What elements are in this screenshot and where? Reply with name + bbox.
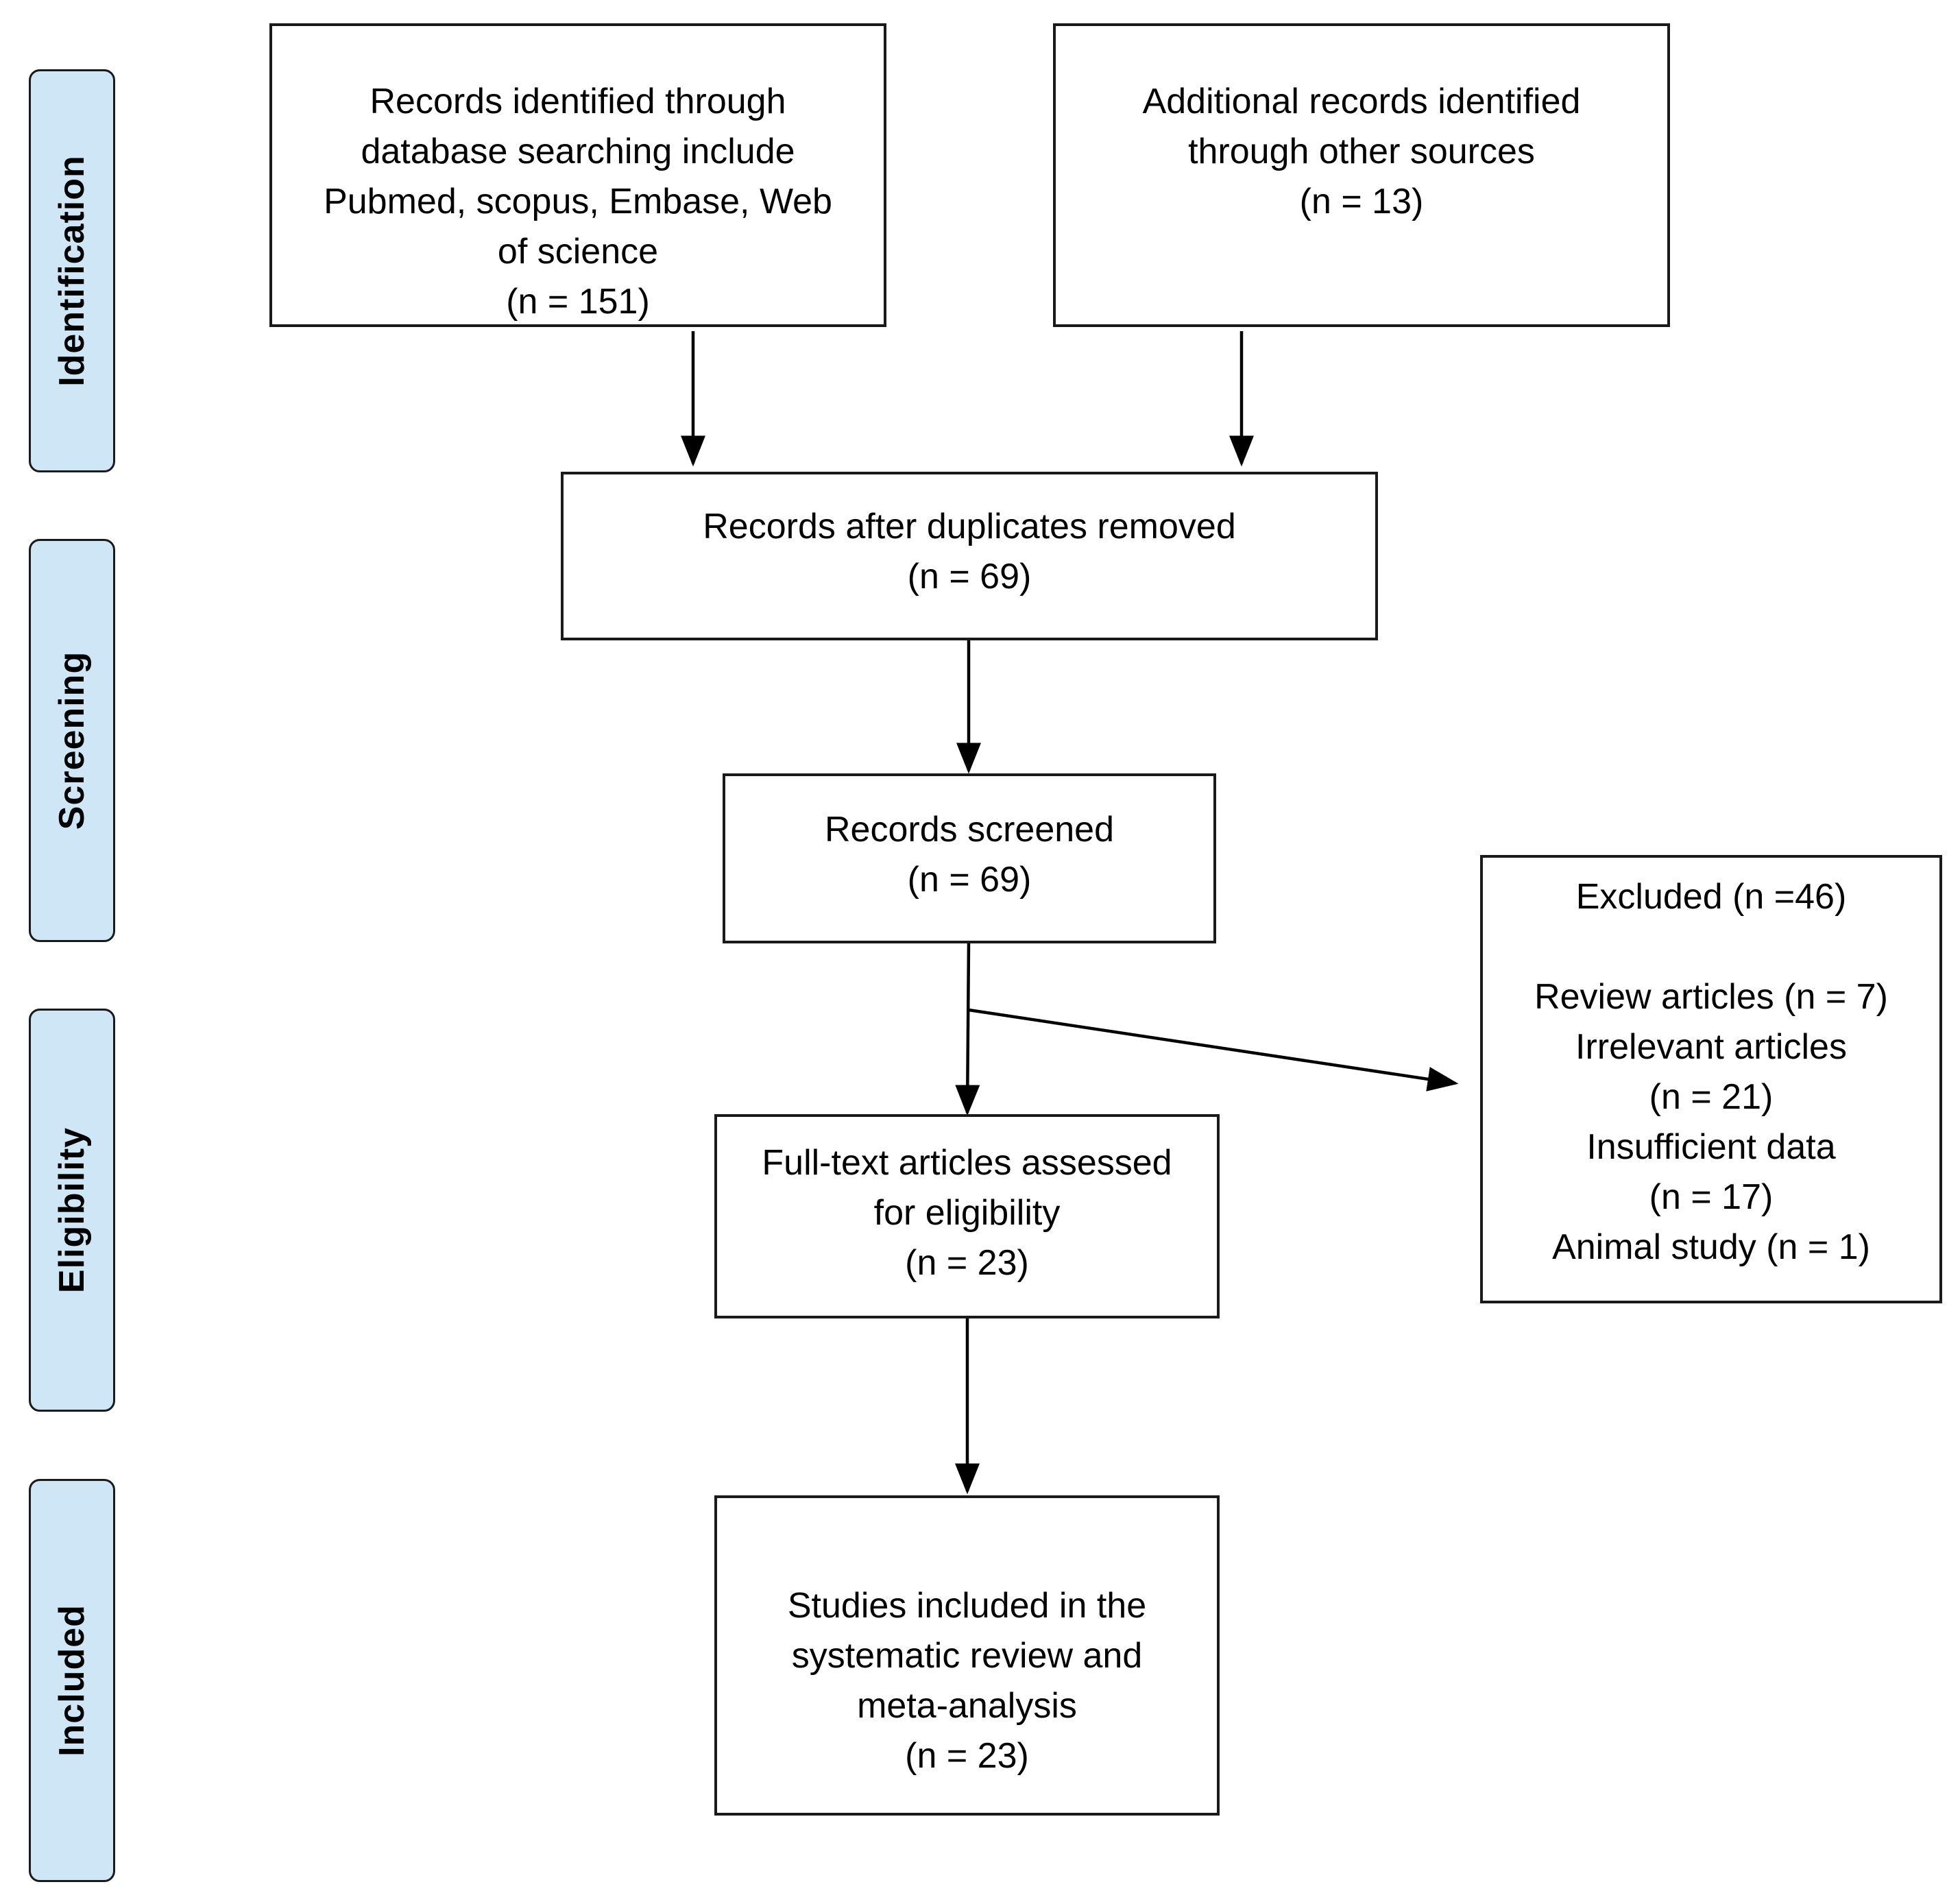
box-database-records: Records identified through database sear… bbox=[269, 23, 886, 327]
excluded-reason: Irrelevant articles bbox=[1575, 1027, 1847, 1067]
phase-identification: Identification bbox=[29, 69, 115, 472]
arrow-screened-to-excluded bbox=[968, 1008, 1459, 1092]
phase-eligibility-label: Eligibility bbox=[52, 1126, 92, 1294]
box-text-line: Studies included in the bbox=[787, 1586, 1147, 1626]
box-count: (n = 69) bbox=[907, 860, 1032, 900]
box-text-line: Pubmed, scopus, Embase, Web bbox=[324, 182, 832, 221]
box-full-text-eligibility: Full-text articles assessed for eligibil… bbox=[714, 1114, 1220, 1318]
excluded-reason: Insufficient data bbox=[1586, 1127, 1836, 1167]
box-text-line: meta-analysis bbox=[857, 1686, 1077, 1726]
box-count: (n = 69) bbox=[907, 557, 1032, 596]
phase-eligibility: Eligibility bbox=[29, 1009, 115, 1412]
box-count: (n = 23) bbox=[905, 1736, 1029, 1776]
box-text-line: Additional records identified bbox=[1142, 82, 1581, 121]
box-text-line: systematic review and bbox=[791, 1636, 1143, 1676]
box-count: (n = 13) bbox=[1299, 182, 1424, 221]
phase-included: Included bbox=[29, 1479, 115, 1882]
box-after-duplicates: Records after duplicates removed (n = 69… bbox=[561, 472, 1378, 640]
box-text-line: of science bbox=[497, 232, 659, 272]
arrow-screened-to-fulltext bbox=[955, 943, 980, 1116]
box-text-line: Records identified through bbox=[370, 82, 786, 121]
excluded-reason: (n = 21) bbox=[1649, 1077, 1774, 1117]
box-text-line: for eligibility bbox=[873, 1193, 1061, 1233]
phase-identification-label: Identification bbox=[52, 155, 92, 387]
box-text-line: database searching include bbox=[361, 132, 795, 171]
phase-screening-label: Screening bbox=[52, 651, 92, 830]
box-records-screened: Records screened (n = 69) bbox=[723, 773, 1216, 943]
box-text-line: Records after duplicates removed bbox=[703, 507, 1236, 546]
phase-included-label: Included bbox=[52, 1604, 92, 1757]
box-count: (n = 23) bbox=[905, 1243, 1029, 1283]
phase-screening: Screening bbox=[29, 539, 115, 942]
box-text-line: through other sources bbox=[1188, 132, 1535, 171]
box-text-line: Full-text articles assessed bbox=[762, 1143, 1172, 1183]
box-count: (n = 151) bbox=[506, 282, 650, 322]
excluded-spacer bbox=[1483, 922, 1939, 972]
box-text-line: Records screened bbox=[825, 810, 1114, 849]
excluded-reason: (n = 17) bbox=[1649, 1177, 1774, 1217]
box-other-sources: Additional records identified through ot… bbox=[1053, 23, 1670, 327]
excluded-title: Excluded (n =46) bbox=[1575, 877, 1847, 917]
box-excluded: Excluded (n =46) Review articles (n = 7)… bbox=[1480, 855, 1942, 1303]
excluded-reason: Review articles (n = 7) bbox=[1534, 977, 1888, 1017]
excluded-reason: Animal study (n = 1) bbox=[1552, 1227, 1870, 1267]
box-studies-included: Studies included in the systematic revie… bbox=[714, 1495, 1220, 1816]
